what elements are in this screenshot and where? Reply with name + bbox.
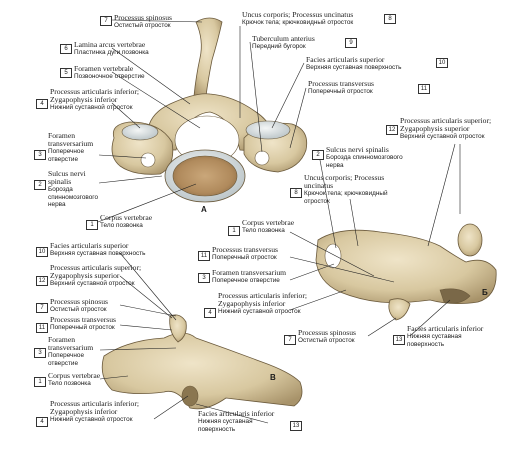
view-a-superior	[111, 17, 308, 203]
label-number: 3	[34, 150, 46, 160]
label-number: 1	[228, 226, 240, 236]
label-number: 13	[290, 421, 302, 431]
label-number: 3	[198, 273, 210, 283]
label-number: 10	[436, 58, 448, 68]
label-number: 7	[284, 335, 296, 345]
view-v-lateral	[101, 314, 303, 410]
label-number: 1	[34, 377, 46, 387]
label-number: 11	[418, 84, 430, 94]
label-number: 8	[290, 188, 302, 198]
foramen-transversarium-left-a	[140, 152, 156, 168]
label-number: 1	[86, 220, 98, 230]
transverse-foramen-b	[324, 243, 342, 269]
view-label-b: Б	[482, 288, 488, 297]
label-processus-articularis-superior: Processus articularis superior; Zygapoph…	[50, 263, 142, 288]
label-number: 7	[36, 303, 48, 313]
label-number: 7	[100, 16, 112, 26]
foramen-transversarium-right-a	[254, 150, 270, 166]
inferior-facet-b	[439, 288, 471, 304]
articular-surface-right-a	[245, 120, 291, 140]
label-number: 11	[198, 251, 210, 261]
label-number: 11	[36, 323, 48, 333]
label-number: 3	[34, 348, 46, 358]
label-number: 6	[60, 44, 72, 54]
view-b-lateral	[315, 223, 497, 321]
label-number: 4	[36, 99, 48, 109]
label-number: 5	[60, 68, 72, 78]
label-number: 12	[386, 125, 398, 135]
label-processus-articularis-inferior: Processus articularis inferior; Zygapoph…	[50, 87, 139, 112]
label-number: 2	[312, 150, 324, 160]
label-number: 8	[384, 14, 396, 24]
leader-lines	[97, 19, 461, 424]
label-number: 9	[345, 38, 357, 48]
spinous-tip-b	[388, 298, 411, 321]
articular-surface-b	[457, 223, 483, 257]
label-processus-articularis-superior: Processus articularis superior; Zygapoph…	[400, 116, 492, 141]
label-number: 10	[36, 247, 48, 257]
vertebral-body-a	[172, 155, 238, 197]
view-label-a: А	[201, 205, 207, 214]
view-label-v: В	[270, 373, 276, 382]
label-processus-articularis-inferior: Processus articularis inferior; Zygapoph…	[218, 291, 307, 316]
body-b	[315, 229, 497, 304]
label-number: 13	[393, 335, 405, 345]
label-number: 2	[34, 180, 46, 190]
label-number: 12	[36, 276, 48, 286]
inferior-facet-v	[181, 385, 199, 407]
spinous-process-a	[193, 17, 223, 97]
superior-process-v	[169, 314, 187, 343]
label-number: 4	[204, 308, 216, 318]
body-v	[101, 332, 303, 410]
articular-surface-left-a	[121, 123, 159, 141]
label-number: 4	[36, 417, 48, 427]
label-processus-articularis-inferior: Processus articularis inferior; Zygapoph…	[50, 399, 139, 424]
